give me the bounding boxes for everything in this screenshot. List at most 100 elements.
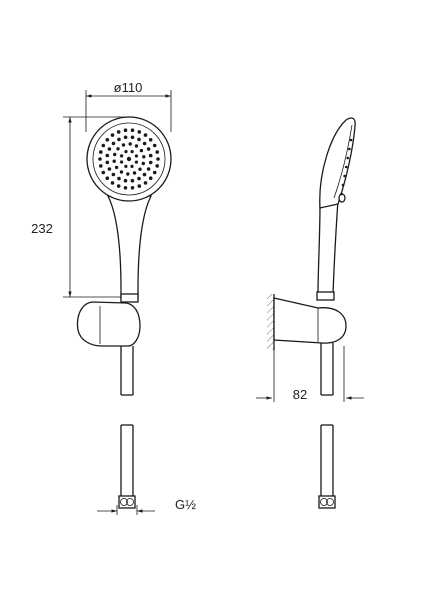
spray-nozzle xyxy=(137,184,142,188)
diameter-label: ø110 xyxy=(114,80,143,95)
spray-nozzle xyxy=(130,135,135,140)
side-nozzle xyxy=(340,192,343,196)
shower-head-side xyxy=(319,117,356,209)
spray-nozzle xyxy=(152,143,157,148)
spray-nozzle xyxy=(111,141,116,146)
spray-nozzle xyxy=(117,176,121,181)
spray-nozzle xyxy=(128,142,132,146)
spray-nozzle xyxy=(146,147,151,151)
wall-bracket-front xyxy=(76,301,141,347)
spray-nozzle xyxy=(111,172,116,177)
spray-nozzles xyxy=(98,128,160,190)
spray-nozzle xyxy=(143,133,148,137)
spray-nozzle xyxy=(123,178,128,183)
spray-nozzle xyxy=(130,164,134,168)
height-dimension: 232 xyxy=(31,116,128,298)
spray-nozzle xyxy=(119,170,124,174)
hose-upper-side xyxy=(320,343,334,396)
wall-bracket-side xyxy=(273,297,347,344)
spray-nozzle xyxy=(155,164,159,168)
spray-nozzle xyxy=(117,137,121,142)
spray-nozzle xyxy=(132,171,137,175)
spray-nozzle xyxy=(116,147,120,151)
spray-nozzle xyxy=(124,150,128,154)
spray-nozzle xyxy=(141,161,145,166)
spray-nozzle xyxy=(105,153,110,158)
side-nozzle xyxy=(346,156,350,160)
thread-label: G½ xyxy=(175,497,196,512)
spray-nozzle xyxy=(130,186,135,190)
spray-nozzle xyxy=(105,138,110,142)
front-view: ø110 232 xyxy=(31,80,196,515)
spray-nozzle xyxy=(148,138,153,142)
spray-nozzle xyxy=(138,167,142,171)
spray-nozzle xyxy=(143,181,148,185)
depth-label: 82 xyxy=(293,387,307,402)
spray-nozzle xyxy=(134,144,139,148)
spray-nozzle xyxy=(101,143,106,148)
spray-nozzle xyxy=(110,181,115,185)
spray-nozzle xyxy=(124,164,128,168)
spray-nozzle xyxy=(123,128,128,132)
spray-nozzle xyxy=(148,160,153,165)
spray-nozzle xyxy=(142,172,147,177)
spray-nozzle xyxy=(120,160,124,164)
hose-lower-front xyxy=(120,424,134,496)
spray-nozzle xyxy=(105,176,110,180)
spray-nozzle xyxy=(137,137,141,142)
spray-nozzle xyxy=(134,160,138,164)
spray-nozzle xyxy=(139,148,144,153)
spray-nozzle xyxy=(134,154,138,158)
spray-nozzle xyxy=(107,147,112,151)
side-view: 82 xyxy=(256,117,364,509)
handle-side xyxy=(317,199,339,296)
side-nozzle xyxy=(344,165,348,169)
handle-connector xyxy=(120,293,139,303)
spray-nozzle xyxy=(137,176,141,181)
height-label: 232 xyxy=(31,221,53,236)
hex-nut-front xyxy=(118,495,136,509)
spray-nozzle xyxy=(152,170,157,175)
thread-dimension: G½ xyxy=(97,497,196,515)
spray-nozzle xyxy=(148,153,153,158)
spray-nozzle xyxy=(146,167,151,171)
spray-nozzle xyxy=(130,150,134,154)
spray-nozzle xyxy=(116,130,121,134)
spray-nozzle xyxy=(123,135,128,140)
spray-nozzle xyxy=(101,170,106,175)
spray-nozzle xyxy=(142,141,147,146)
side-button xyxy=(338,193,346,203)
spray-nozzle xyxy=(98,157,102,161)
spray-nozzle xyxy=(99,164,103,168)
side-nozzle xyxy=(348,147,351,151)
spray-nozzle xyxy=(116,184,121,188)
depth-dimension: 82 xyxy=(256,346,364,402)
spray-nozzle xyxy=(148,176,153,180)
spray-nozzle xyxy=(112,159,116,163)
wall-hatch xyxy=(267,294,274,350)
spray-nozzle xyxy=(107,167,112,171)
spray-nozzle xyxy=(130,178,135,183)
spray-nozzle xyxy=(155,150,159,154)
spray-nozzle xyxy=(126,172,130,176)
spray-nozzle xyxy=(123,186,128,190)
hose-upper-front xyxy=(120,346,134,396)
hex-nut-side xyxy=(318,495,336,509)
spray-nozzle xyxy=(99,150,103,154)
spray-nozzle xyxy=(130,128,135,132)
spray-nozzle xyxy=(105,160,110,165)
hose-lower-side xyxy=(320,424,334,496)
spray-nozzle xyxy=(156,157,160,161)
handshower-handle xyxy=(106,195,153,299)
side-nozzle xyxy=(341,183,345,187)
side-nozzle xyxy=(343,174,346,178)
spray-nozzle xyxy=(120,154,124,158)
spray-nozzle xyxy=(114,165,119,170)
spray-nozzle xyxy=(110,133,115,137)
spray-nozzle xyxy=(121,143,126,147)
spray-nozzle xyxy=(142,155,146,159)
spray-nozzle xyxy=(137,130,142,134)
spray-nozzle xyxy=(113,152,117,157)
side-nozzle xyxy=(349,138,353,142)
